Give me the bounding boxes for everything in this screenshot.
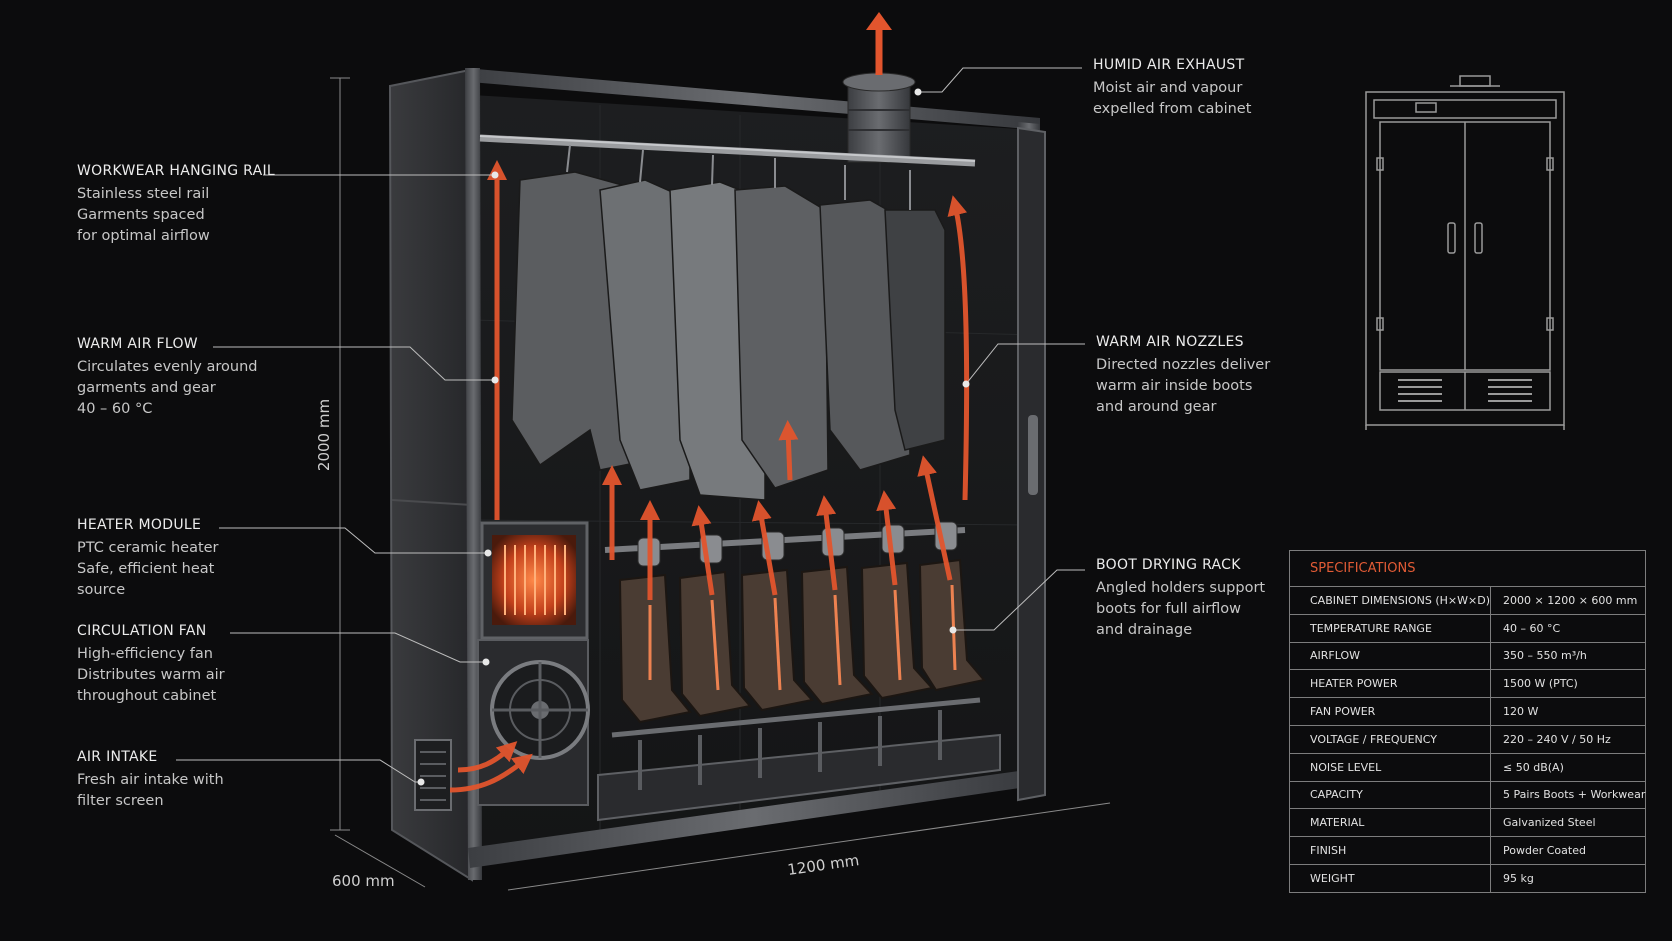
spec-value: 220 – 240 V / 50 Hz [1490,724,1647,754]
callout-line: Circulates evenly around [77,359,258,375]
spec-value: 5 Pairs Boots + Workwear [1490,780,1647,810]
dim-height-label: 2000 mm [315,399,333,471]
spec-label: AIRFLOW [1288,641,1492,671]
spec-value: 2000 × 1200 × 600 mm [1490,586,1647,615]
callout-line: filter screen [77,793,164,809]
callout-title: WARM AIR FLOW [77,336,198,352]
callout-line: boots for full airflow [1096,601,1242,617]
callout-title: HEATER MODULE [77,517,202,533]
callout-line: Safe, efficient heat [77,561,215,577]
spec-label: CABINET DIMENSIONS (H×W×D) [1288,586,1492,615]
spec-value: ≤ 50 dB(A) [1490,752,1647,782]
spec-label: WEIGHT [1288,863,1492,893]
callout-warm-air-nozzles: WARM AIR NOZZLES Directed nozzles delive… [1096,334,1270,418]
spec-label: MATERIAL [1288,808,1492,838]
exhaust-vent [842,12,916,163]
callout-line: Angled holders support [1096,580,1266,596]
spec-label: HEATER POWER [1288,669,1492,699]
callout-line: Garments spaced [77,207,205,223]
callout-title: WORKWEAR HANGING RAIL [77,163,276,179]
warm-air-arrows [449,160,970,793]
callout-line: throughout cabinet [77,688,217,704]
spec-value: 120 W [1490,697,1647,726]
callout-line: PTC ceramic heater [77,540,219,556]
callout-line: and drainage [1096,622,1193,638]
callout-line: expelled from cabinet [1093,101,1252,117]
specifications-table: SPECIFICATIONS CABINET DIMENSIONS (H×W×D… [1288,550,1647,893]
spec-header-row: SPECIFICATIONS [1288,550,1647,587]
callout-air-intake: AIR INTAKE Fresh air intake with filter … [77,749,224,812]
callout-title: BOOT DRYING RACK [1096,557,1241,573]
boots [618,558,986,724]
callout-line: Fresh air intake with [77,772,224,788]
callout-warm-air-flow: WARM AIR FLOW Circulates evenly around g… [77,336,257,420]
callout-title: CIRCULATION FAN [77,623,207,639]
callout-line: for optimal airflow [77,228,210,244]
spec-label: FAN POWER [1288,697,1492,726]
spec-value: 40 – 60 °C [1490,613,1647,643]
callout-circulation-fan: CIRCULATION FAN High-efficiency fan Dist… [77,623,225,707]
callout-line: Moist air and vapour [1093,80,1243,96]
callout-line: Distributes warm air [77,667,225,683]
callout-hanging-rail: WORKWEAR HANGING RAIL Stainless steel ra… [77,163,275,247]
spec-row: CABINET DIMENSIONS (H×W×D)2000 × 1200 × … [1288,586,1647,615]
dimension-lines [330,77,1111,891]
callout-line: source [77,582,126,598]
spec-value: Galvanized Steel [1490,808,1647,838]
callout-boot-rack: BOOT DRYING RACK Angled holders support … [1096,557,1265,641]
callout-line: Directed nozzles deliver [1096,357,1271,373]
spec-label: TEMPERATURE RANGE [1288,613,1492,643]
callout-title: WARM AIR NOZZLES [1096,334,1244,350]
spec-label: VOLTAGE / FREQUENCY [1288,724,1492,754]
boot-drying-rack [597,527,1001,822]
dim-depth-label: 600 mm [332,872,395,890]
air-intake-grille [414,739,452,811]
callout-line: warm air inside boots [1096,378,1253,394]
spec-value: Powder Coated [1490,836,1647,865]
spec-value: 95 kg [1490,863,1647,893]
spec-heading: SPECIFICATIONS [1288,550,1647,587]
callout-title: HUMID AIR EXHAUST [1093,57,1245,73]
callout-humid-exhaust: HUMID AIR EXHAUST Moist air and vapour e… [1093,57,1251,120]
spec-value: 1500 W (PTC) [1490,669,1647,699]
spec-label: CAPACITY [1288,780,1492,810]
heater-module [480,521,589,640]
callout-title: AIR INTAKE [77,749,158,765]
spec-row: NOISE LEVEL≤ 50 dB(A) [1288,752,1647,782]
hanging-rail [479,134,976,167]
callout-line: 40 – 60 °C [77,401,153,417]
callout-heater-module: HEATER MODULE PTC ceramic heater Safe, e… [77,517,219,601]
callout-line: High-efficiency fan [77,646,213,662]
spec-label: FINISH [1288,836,1492,865]
spec-label: NOISE LEVEL [1288,752,1492,782]
callout-line: Stainless steel rail [77,186,210,202]
front-elevation-view [1365,75,1565,430]
callout-line: and around gear [1096,399,1217,415]
callout-line: garments and gear [77,380,216,396]
dim-width-label: 1200 mm [786,851,860,879]
garments [511,144,946,501]
spec-value: 350 – 550 m³/h [1490,641,1647,671]
